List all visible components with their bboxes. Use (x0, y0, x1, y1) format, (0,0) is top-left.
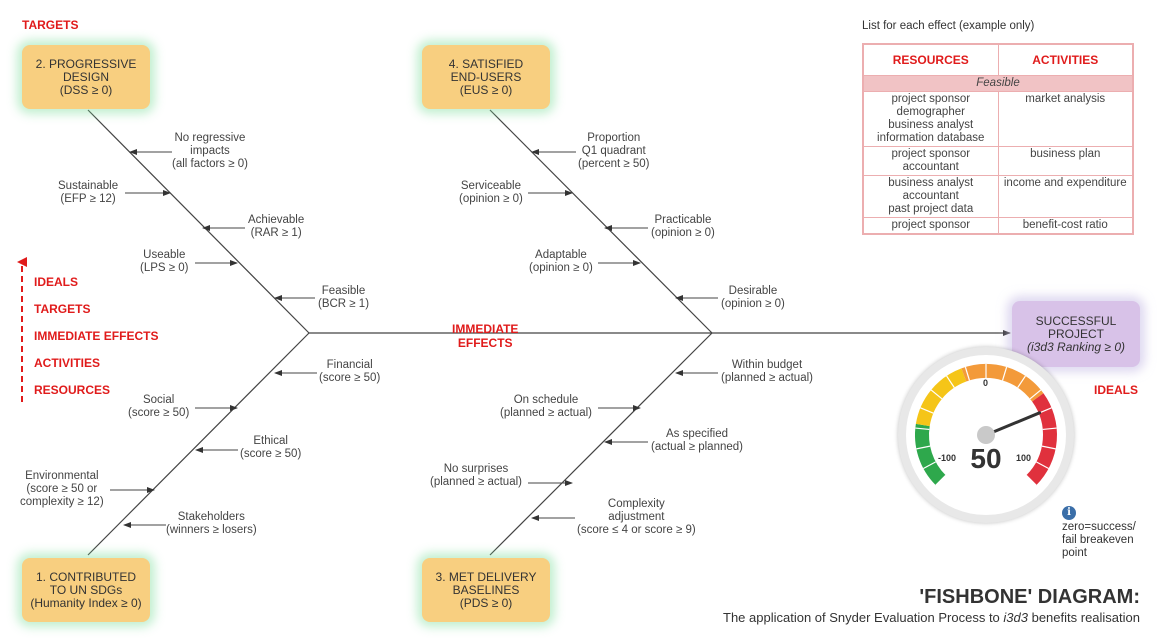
gauge-hub (977, 426, 995, 444)
box-met-delivery: 3. MET DELIVERY BASELINES (PDS ≥ 0) (422, 558, 550, 622)
gauge: -100 0 100 50 (898, 347, 1074, 523)
gauge-segment (915, 423, 946, 486)
gauge-tick (1041, 445, 1056, 450)
gauge-tick (935, 474, 947, 486)
group-feasible: Feasible (862, 75, 1134, 92)
label-within-budget: Within budget (planned ≥ actual) (721, 359, 813, 384)
gauge-tick (1042, 427, 1057, 431)
gauge-value: 50 (970, 443, 1002, 474)
label-serviceable: Serviceable (opinion ≥ 0) (459, 180, 523, 205)
gauge-max: 100 (1016, 453, 1032, 463)
ideals-title: IDEALS (1094, 383, 1139, 397)
label-on-schedule: On schedule (planned ≥ actual) (500, 394, 592, 419)
label-feasible: Feasible (BCR ≥ 1) (318, 285, 370, 310)
legend-targets: TARGETS (34, 302, 91, 316)
gauge-tick (946, 375, 955, 388)
table-row: business analyst accountant past project… (862, 175, 1134, 218)
label-no-surprises: No surprises (planned ≥ actual) (430, 463, 522, 488)
table-row: project sponsor accountant business plan (862, 146, 1134, 176)
gauge-tick (1017, 375, 1026, 388)
gauge-arcs (915, 364, 1057, 486)
gauge-segment (1026, 393, 1057, 486)
header-activities: ACTIVITIES (997, 43, 1134, 76)
label-as-specified: As specified (actual ≥ planned) (651, 428, 743, 453)
label-environmental: Environmental (score ≥ 50 or complexity … (20, 470, 104, 508)
gauge-note: zero=success/ fail breakeven point (1062, 521, 1136, 559)
label-complexity: Complexity adjustment (score ≤ 4 or scor… (577, 498, 696, 536)
gauge-tick (1035, 461, 1049, 469)
label-stakeholders: Stakeholders (winners ≥ losers) (166, 511, 257, 536)
label-useable: Useable (LPS ≥ 0) (140, 249, 189, 274)
label-financial: Financial (score ≥ 50) (319, 359, 381, 384)
label-no-regressive: No regressive impacts (all factors ≥ 0) (172, 132, 248, 170)
legend-ideals: IDEALS (34, 275, 79, 289)
legend-immediate-effects: IMMEDIATE EFFECTS (34, 329, 159, 343)
label-sustainable: Sustainable (EFP ≥ 12) (58, 180, 119, 205)
diagram-title: 'FISHBONE' DIAGRAM: (919, 586, 1140, 608)
label-adaptable: Adaptable (opinion ≥ 0) (529, 249, 593, 274)
info-icon[interactable]: i (1062, 506, 1076, 520)
gauge-dial (906, 355, 1066, 515)
targets-title: TARGETS (22, 18, 79, 32)
gauge-tick (915, 427, 930, 431)
label-ethical: Ethical (score ≥ 50) (240, 435, 302, 460)
label-social: Social (score ≥ 50) (128, 394, 190, 419)
gauge-tick (916, 445, 931, 450)
immediate-effects-label: IMMEDIATE EFFECTS (452, 322, 519, 350)
gauge-tick (920, 407, 934, 414)
label-proportion: Proportion Q1 quadrant (percent ≥ 50) (578, 132, 650, 170)
gauge-tick (923, 461, 937, 469)
gauge-needle (984, 411, 1042, 437)
legend-resources: RESOURCES (34, 383, 111, 397)
label-desirable: Desirable (opinion ≥ 0) (721, 285, 785, 310)
gauge-tick (1029, 389, 1042, 400)
table-row: project sponsor benefit-cost ratio (862, 217, 1134, 235)
gauge-tick (1001, 366, 1008, 381)
box-successful-project: SUCCESSFUL PROJECT (i3d3 Ranking ≥ 0) (1012, 301, 1140, 367)
gauge-tick (964, 366, 971, 381)
table-caption: List for each effect (example only) (862, 20, 1035, 32)
resources-activities-table: RESOURCES ACTIVITIES Feasible project sp… (862, 43, 1134, 235)
box-contributed-sdgs: 1. CONTRIBUTED TO UN SDGs (Humanity Inde… (22, 558, 150, 622)
gauge-tick (930, 389, 943, 400)
gauge-zero: 0 (983, 378, 989, 388)
box-satisfied-end-users: 4. SATISFIED END-USERS (EUS ≥ 0) (422, 45, 550, 109)
gauge-min: -100 (938, 453, 957, 463)
label-achievable: Achievable (RAR ≥ 1) (248, 214, 305, 239)
box-progressive-design: 2. PROGRESSIVE DESIGN (DSS ≥ 0) (22, 45, 150, 109)
table-row: project sponsor demographer business ana… (862, 91, 1134, 147)
gauge-tick (1025, 474, 1037, 486)
legend-activities: ACTIVITIES (34, 356, 101, 370)
label-practicable: Practicable (opinion ≥ 0) (651, 214, 715, 239)
diagram-subtitle: The application of Snyder Evaluation Pro… (723, 610, 1140, 625)
header-resources: RESOURCES (862, 43, 999, 76)
